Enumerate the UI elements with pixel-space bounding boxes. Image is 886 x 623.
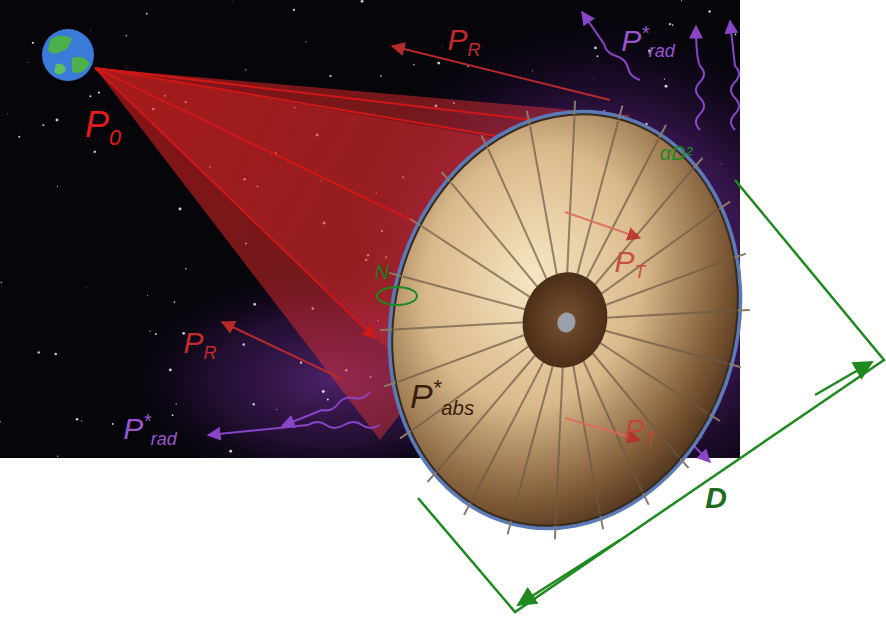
radiated-power-label: P*rad bbox=[123, 412, 177, 449]
diameter-label: D bbox=[705, 483, 727, 513]
count-marker bbox=[377, 287, 417, 305]
radiated-power-label: P*rad bbox=[621, 24, 675, 61]
earth bbox=[42, 29, 94, 81]
dimension-d bbox=[418, 180, 884, 612]
sail bbox=[332, 58, 799, 581]
transmitted-power-label: PT bbox=[624, 415, 655, 449]
reflected-power-label: PR bbox=[447, 25, 480, 59]
transmitted-power-label: PT bbox=[614, 247, 645, 281]
transmitted-arrows bbox=[565, 212, 640, 440]
laser-power-label: P0 bbox=[85, 107, 121, 148]
area-label: αD² bbox=[660, 143, 693, 163]
count-label: N bbox=[375, 262, 389, 282]
absorbed-power-label: P*abs bbox=[410, 377, 474, 419]
reflected-power-label: PR bbox=[183, 328, 216, 362]
